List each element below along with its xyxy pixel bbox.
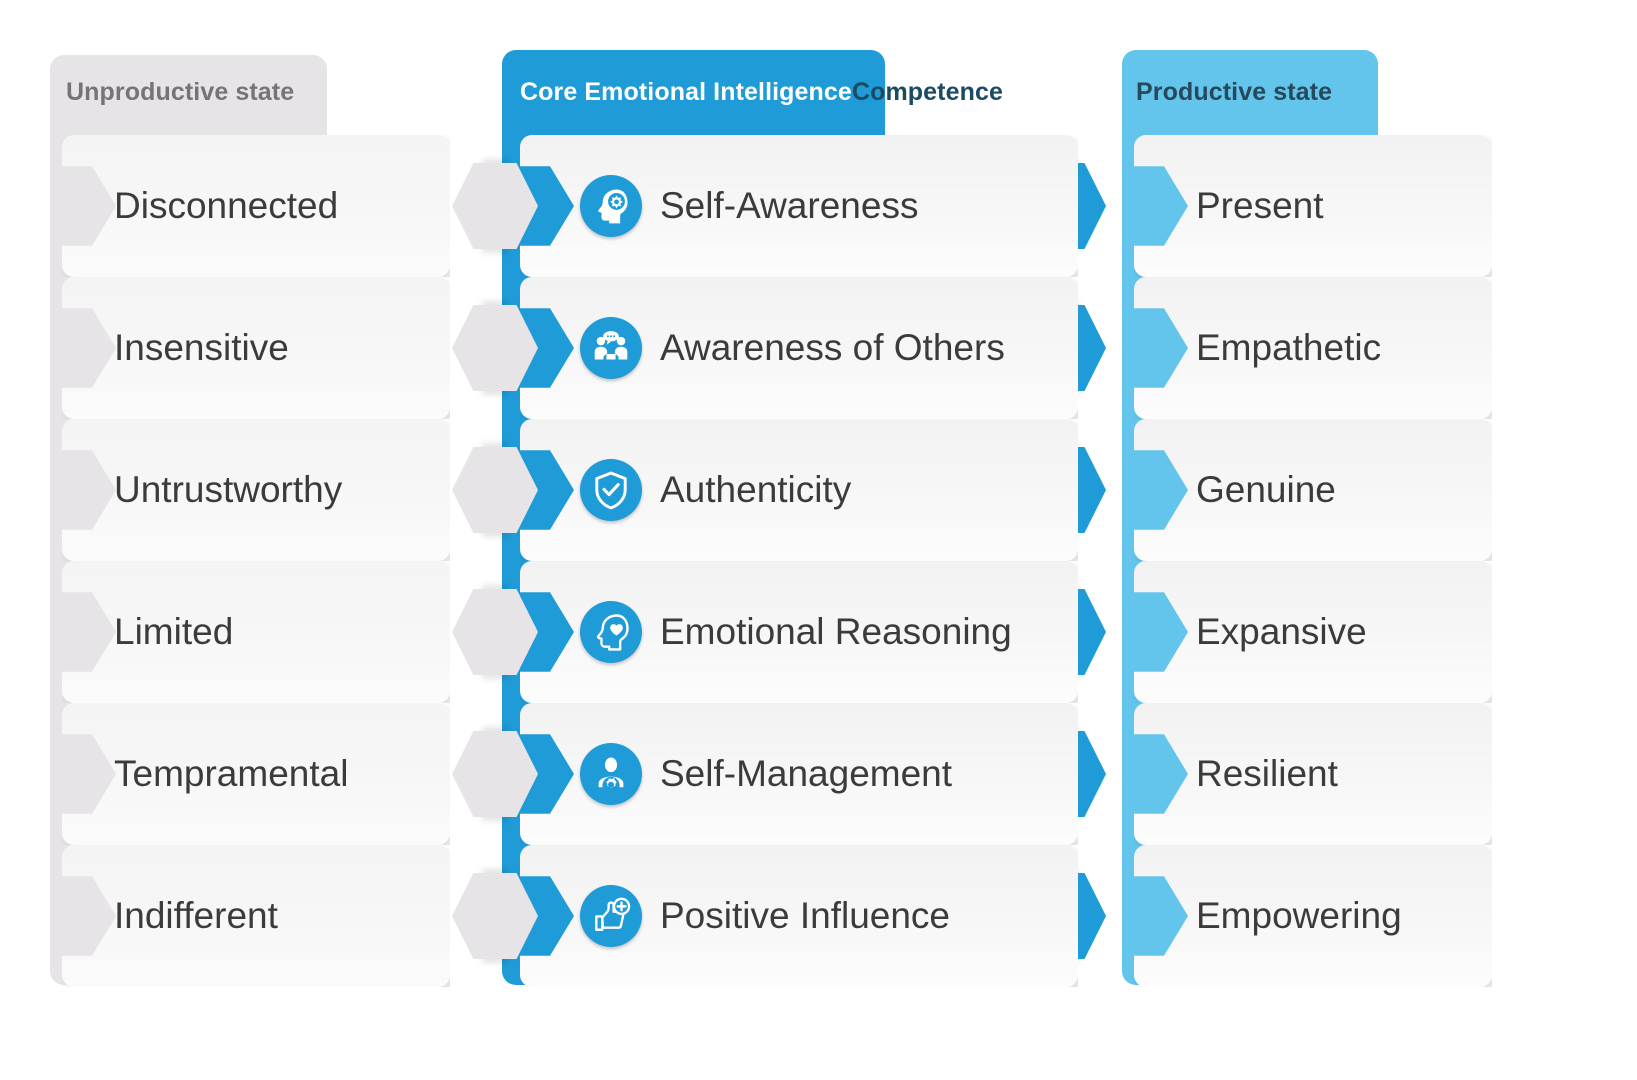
productive-label: Expansive	[1196, 611, 1367, 652]
shield-check-icon	[580, 459, 642, 521]
unproductive-row[interactable]: Untrustworthy	[62, 419, 538, 561]
competence-label: Awareness of Others	[660, 327, 1005, 368]
productive-label: Genuine	[1196, 469, 1336, 510]
competence-row[interactable]: Emotional Reasoning	[520, 561, 1106, 703]
unproductive-card[interactable]: Insensitive	[62, 277, 450, 419]
competence-label: Self-Awareness	[660, 185, 919, 226]
productive-label: Empathetic	[1196, 327, 1382, 368]
unproductive-state-header: Unproductive state	[66, 78, 295, 106]
unproductive-row[interactable]: Tempramental	[62, 703, 538, 845]
productive-label: Present	[1196, 185, 1324, 226]
productive-label: Empowering	[1196, 895, 1402, 936]
competence-label: Emotional Reasoning	[660, 611, 1012, 652]
competence-label: Authenticity	[660, 469, 852, 510]
unproductive-label: Limited	[114, 611, 234, 652]
productive-state-header: Productive state	[1136, 78, 1333, 106]
unproductive-label: Insensitive	[114, 327, 289, 368]
competence-row[interactable]: Self-Management	[520, 703, 1106, 845]
unproductive-row[interactable]: Limited	[62, 561, 538, 703]
unproductive-card[interactable]: Tempramental	[62, 703, 450, 845]
competence-row[interactable]: Self-Awareness	[520, 135, 1106, 277]
productive-row[interactable]: Expansive	[1134, 561, 1492, 703]
head-heart-icon	[580, 601, 642, 663]
productive-row[interactable]: Empathetic	[1134, 277, 1492, 419]
productive-row[interactable]: Present	[1134, 135, 1492, 277]
competence-card[interactable]: Positive Influence	[520, 845, 1078, 987]
unproductive-card[interactable]: Untrustworthy	[62, 419, 450, 561]
competence-card[interactable]: Self-Management	[520, 703, 1078, 845]
competence-row[interactable]: Authenticity	[520, 419, 1106, 561]
competence-label: Self-Management	[660, 753, 953, 794]
unproductive-label: Disconnected	[114, 185, 339, 226]
two-people-speech-icon	[580, 317, 642, 379]
competence-row[interactable]: Awareness of Others	[520, 277, 1106, 419]
productive-card[interactable]: Present	[1134, 135, 1492, 277]
productive-card[interactable]: Genuine	[1134, 419, 1492, 561]
competence-label: Positive Influence	[660, 895, 951, 936]
competence-card[interactable]: Emotional Reasoning	[520, 561, 1078, 703]
unproductive-label: Tempramental	[114, 753, 349, 794]
productive-card[interactable]: Empowering	[1134, 845, 1492, 987]
productive-card[interactable]: Expansive	[1134, 561, 1492, 703]
unproductive-row[interactable]: Indifferent	[62, 845, 538, 987]
unproductive-row[interactable]: Insensitive	[62, 277, 538, 419]
head-gear-icon	[580, 175, 642, 237]
competence-card[interactable]: Self-Awareness	[520, 135, 1078, 277]
productive-label: Resilient	[1196, 753, 1338, 794]
productive-card[interactable]: Resilient	[1134, 703, 1492, 845]
competence-card[interactable]: Awareness of Others	[520, 277, 1078, 419]
competence-row[interactable]: Positive Influence	[520, 845, 1106, 987]
unproductive-card[interactable]: Disconnected	[62, 135, 450, 277]
unproductive-card[interactable]: Limited	[62, 561, 450, 703]
productive-row[interactable]: Empowering	[1134, 845, 1492, 987]
productive-card[interactable]: Empathetic	[1134, 277, 1492, 419]
unproductive-card[interactable]: Indifferent	[62, 845, 450, 987]
competence-card[interactable]: Authenticity	[520, 419, 1078, 561]
thumbs-up-plus-icon	[580, 885, 642, 947]
unproductive-row[interactable]: Disconnected	[62, 135, 538, 277]
unproductive-label: Indifferent	[114, 895, 278, 936]
person-gear-icon	[580, 743, 642, 805]
core-competence-header-primary: Core Emotional Intelligence	[520, 78, 852, 106]
core-competence-header: Core Emotional IntelligenceCompetence	[520, 78, 1003, 107]
productive-row[interactable]: Genuine	[1134, 419, 1492, 561]
productive-row[interactable]: Resilient	[1134, 703, 1492, 845]
unproductive-label: Untrustworthy	[114, 469, 343, 510]
core-competence-header-overflow: Competence	[851, 78, 1003, 106]
